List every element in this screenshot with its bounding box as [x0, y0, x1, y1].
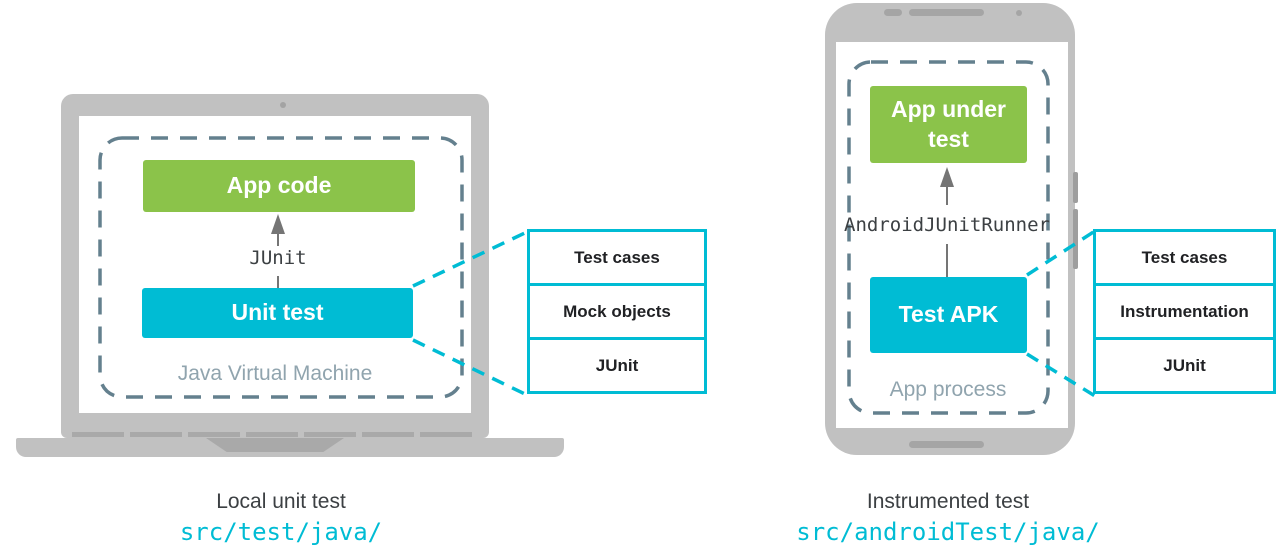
phone-camera-icon — [884, 9, 902, 16]
app-process-environment-label: App process — [889, 378, 1007, 401]
left-caption: Local unit test src/test/java/ — [106, 489, 456, 546]
app-under-test-box: App under test — [870, 86, 1027, 163]
jvm-environment-label: Java Virtual Machine — [177, 362, 373, 385]
laptop-base-notch — [206, 438, 344, 452]
phone-bottom-speaker-icon — [909, 441, 984, 448]
callout-cell-junit: JUnit — [527, 337, 707, 394]
left-caption-title: Local unit test — [216, 490, 346, 513]
phone-speaker-icon — [909, 9, 984, 16]
test-apk-box: Test APK — [870, 277, 1027, 353]
callout-cell-instrumentation: Instrumentation — [1093, 283, 1276, 340]
androidjunitrunner-label: AndroidJUnitRunner — [844, 214, 1050, 236]
unit-test-box: Unit test — [142, 288, 413, 338]
phone-power-button — [1073, 172, 1078, 203]
right-caption-path: src/androidTest/java/ — [796, 518, 1100, 546]
laptop-camera-dot-icon — [280, 102, 286, 108]
right-caption-title: Instrumented test — [866, 490, 1030, 513]
phone-sensor-dot-icon — [1016, 10, 1022, 16]
right-caption: Instrumented test src/androidTest/java/ — [773, 489, 1123, 546]
laptop-hinge-vents — [72, 432, 478, 437]
left-callout-stack: Test cases Mock objects JUnit — [527, 229, 707, 394]
right-callout-stack: Test cases Instrumentation JUnit — [1093, 229, 1276, 394]
callout-cell-junit: JUnit — [1093, 337, 1276, 394]
junit-runner-label: JUnit — [249, 247, 307, 269]
callout-cell-test-cases: Test cases — [1093, 229, 1276, 286]
callout-cell-mock-objects: Mock objects — [527, 283, 707, 340]
callout-cell-test-cases: Test cases — [527, 229, 707, 286]
left-caption-path: src/test/java/ — [179, 518, 383, 546]
app-code-box: App code — [143, 160, 415, 212]
